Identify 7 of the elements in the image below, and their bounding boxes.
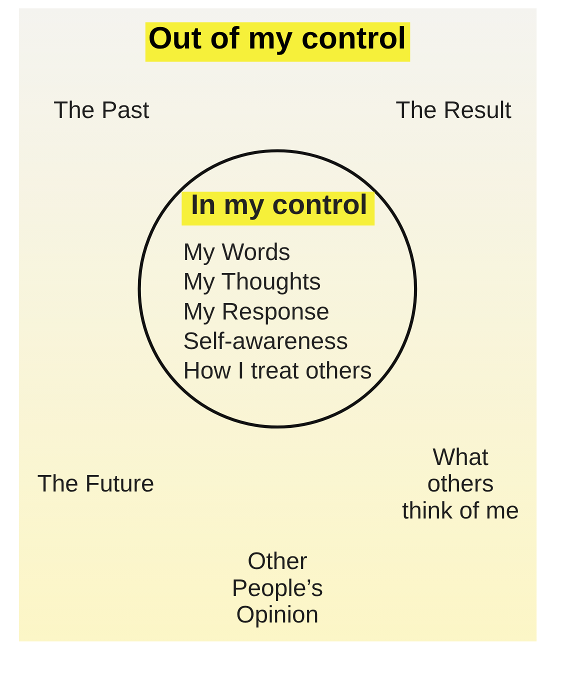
node-circle: In my control My Words My Thoughts My Response Self-awareness How I treat others: [138, 149, 418, 429]
label: The Past: [53, 97, 150, 124]
label: Other People’s Opinion: [232, 548, 324, 629]
label: The Result: [396, 97, 512, 124]
label: What others think of me: [402, 444, 520, 524]
label: The Future: [37, 470, 154, 498]
diagram-title: Out of my control: [148, 20, 406, 56]
